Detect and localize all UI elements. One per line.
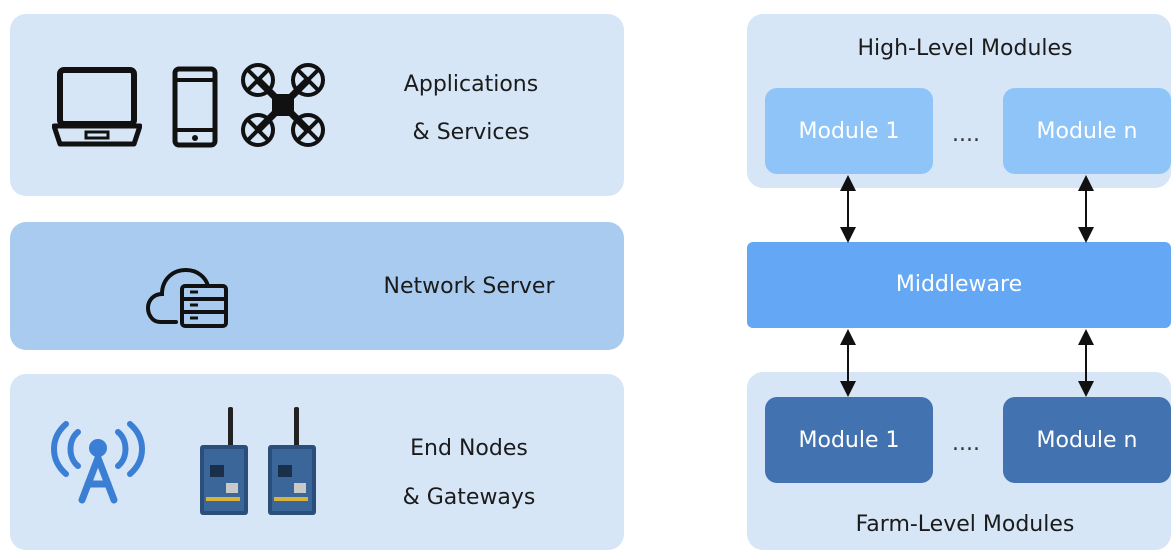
end-nodes-gateways-layer — [10, 374, 624, 550]
end-nodes-label: End Nodes — [410, 436, 528, 461]
laptop-icon — [52, 67, 142, 147]
middleware-label: Middleware — [895, 272, 1023, 297]
smartphone-icon — [172, 66, 218, 148]
high-level-module-n: Module n — [1003, 88, 1171, 174]
drone-icon — [241, 63, 325, 147]
network-server-label: Network Server — [383, 274, 555, 299]
farm-level-module-1: Module 1 — [765, 397, 933, 483]
cloud-server-icon — [145, 267, 228, 328]
lora-board-icon-2 — [268, 407, 316, 515]
high-level-modules-title: High-Level Modules — [857, 36, 1073, 61]
farm-level-module-n-label: Module n — [1036, 427, 1138, 453]
applications-services-layer — [10, 14, 624, 196]
lora-board-icon-1 — [200, 407, 248, 515]
high-level-module-n-label: Module n — [1036, 118, 1138, 144]
network-server-layer — [10, 222, 624, 350]
farm-level-module-n: Module n — [1003, 397, 1171, 483]
farm-level-ellipsis: .... — [952, 431, 980, 456]
middleware-bar — [747, 242, 1171, 328]
high-level-module-1: Module 1 — [765, 88, 933, 174]
services-label: & Services — [412, 120, 530, 145]
farm-level-modules-title: Farm-Level Modules — [855, 512, 1075, 537]
high-level-ellipsis: .... — [952, 122, 980, 147]
signal-tower-icon — [51, 421, 145, 504]
gateways-label: & Gateways — [402, 485, 536, 510]
high-level-module-1-label: Module 1 — [798, 118, 900, 144]
applications-label: Applications — [403, 72, 539, 97]
farm-level-module-1-label: Module 1 — [798, 427, 900, 453]
